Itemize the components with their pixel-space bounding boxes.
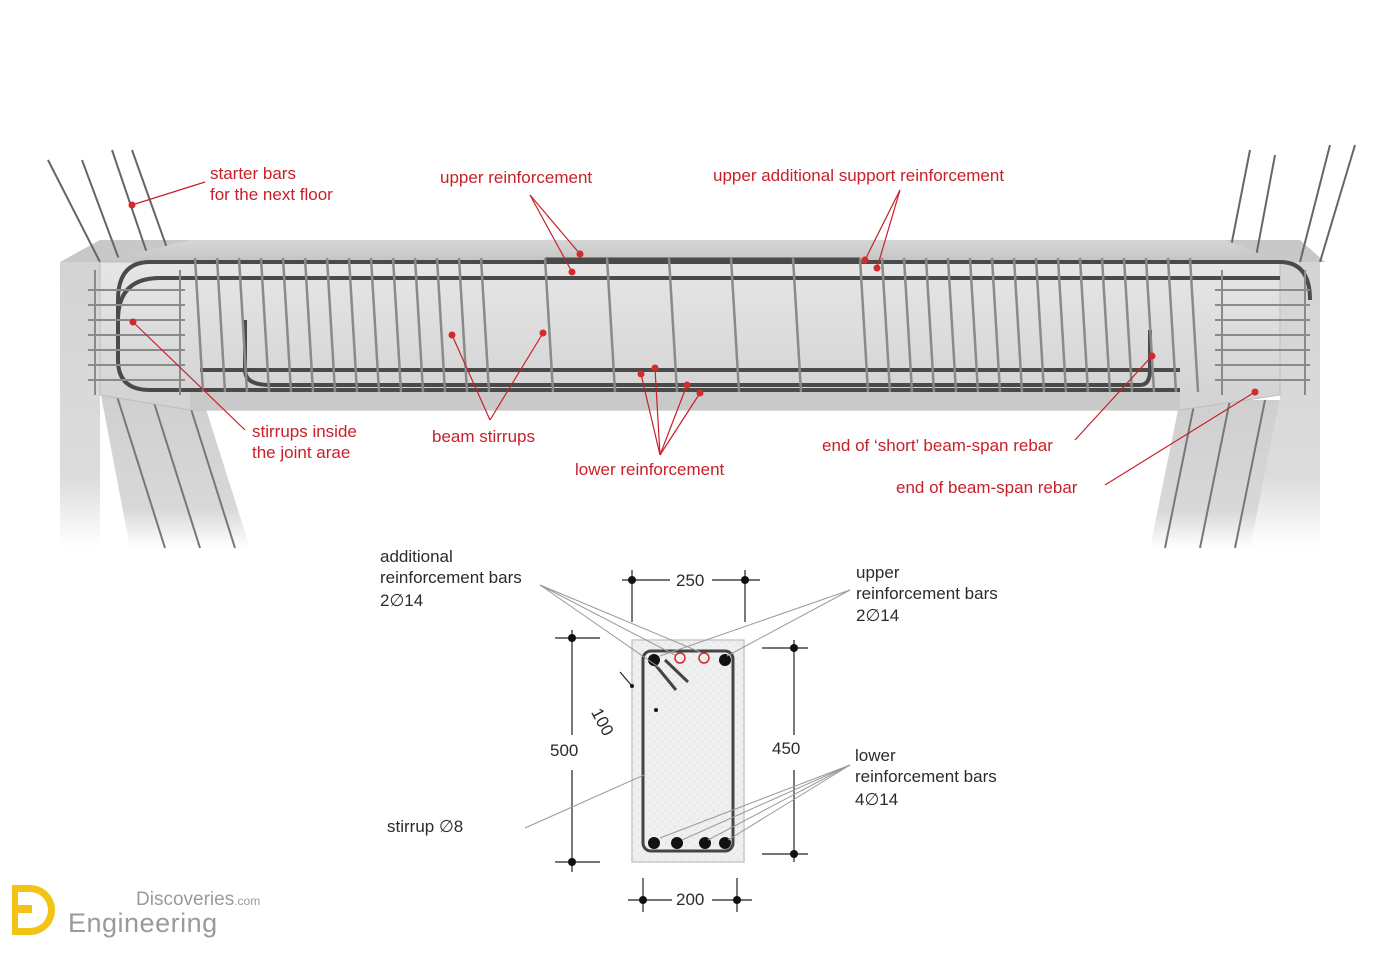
additional-bar (698, 652, 710, 664)
section-concrete (631, 639, 745, 863)
section-leaders (524, 584, 851, 841)
lower-bar (648, 837, 660, 849)
beam-stirrup-bar (391, 257, 403, 393)
beam-stirrup-bar (880, 257, 892, 393)
label-upper-additional-support: upper additional support reinforcement (713, 166, 1005, 185)
beam-stirrup-bar (413, 257, 425, 393)
beam-stirrup-bar (259, 257, 271, 393)
label-stirrup: stirrup ∅8 (387, 817, 464, 836)
beam-stirrup-bar (1166, 257, 1178, 393)
label-additional-bars-line1: additional (380, 547, 453, 566)
beam-stirrup-bar (605, 257, 617, 393)
label-lower-reinforcement: lower reinforcement (575, 460, 725, 479)
additional-bar (674, 652, 686, 664)
leader-lines (131, 181, 1256, 486)
label-upper-reinforcement: upper reinforcement (440, 168, 593, 187)
beam-stirrup-bar (968, 257, 980, 393)
dim-top: 250 (676, 571, 705, 590)
beam-stirrup-bar (347, 257, 359, 393)
label-upper-bars-line3: 2∅14 (856, 606, 900, 625)
joint-stirrups-right (1215, 270, 1310, 395)
beam-stirrup-bar (281, 257, 293, 393)
label-lower-bars-line2: reinforcement bars (855, 767, 997, 786)
beam-stirrup-bar (1056, 257, 1068, 393)
beam-stirrup-bar (303, 257, 315, 393)
beam-stirrup-bar (479, 257, 491, 393)
logo-domain: .com (234, 894, 261, 908)
beam-stirrup-bar (369, 257, 381, 393)
label-starter-bars-line1: starter bars (210, 164, 296, 183)
beam-stirrup-bar (1144, 257, 1156, 393)
label-end-short-span: end of ‘short’ beam-span rebar (822, 436, 1053, 455)
beam-stirrup-bar (1078, 257, 1090, 393)
label-upper-bars-line2: reinforcement bars (856, 584, 998, 603)
beam-stirrups (193, 257, 1200, 393)
beam-stirrup-bar (990, 257, 1002, 393)
beam-stirrup-bar (543, 257, 555, 393)
logo-discoveries-text: Discoveries (136, 889, 235, 910)
dim-right: 450 (772, 739, 801, 758)
lower-bar (671, 837, 683, 849)
label-additional-bars-line3: 2∅14 (380, 591, 424, 610)
beam-stirrup-bar (902, 257, 914, 393)
logo-engineering: Engineering (68, 908, 218, 938)
dim-bottom: 200 (676, 890, 705, 909)
dimension-lines (555, 570, 808, 912)
label-beam-stirrups: beam stirrups (432, 427, 535, 446)
beam-stirrup-bar (193, 257, 205, 393)
lower-bar (699, 837, 711, 849)
beam-stirrup-bar (1034, 257, 1046, 393)
leader-dots (128, 201, 1259, 397)
label-stirrups-inside-line1: stirrups inside (252, 422, 357, 441)
beam-stirrup-bar (1012, 257, 1024, 393)
beam-stirrup-bar (667, 257, 679, 393)
section-stirrup (641, 649, 735, 853)
logo-mark (12, 885, 55, 935)
label-stirrups-inside-line2: the joint arae (252, 443, 351, 462)
beam-stirrup-bar (729, 257, 741, 393)
label-upper-bars-line1: upper (856, 563, 900, 582)
beam-stirrup-bar (946, 257, 958, 393)
label-end-beam-span: end of beam-span rebar (896, 478, 1078, 497)
label-additional-bars-line2: reinforcement bars (380, 568, 522, 587)
beam-stirrup-bar (435, 257, 447, 393)
beam-stirrup-bar (457, 257, 469, 393)
label-lower-bars-line1: lower (855, 746, 896, 765)
cross-section (631, 639, 745, 863)
beam-stirrup-bar (858, 257, 870, 393)
upper-bar (719, 654, 731, 666)
logo-discoveries: Discoveries.com (136, 889, 260, 911)
upper-bar (648, 654, 660, 666)
joint-stirrups-left (88, 270, 185, 395)
label-starter-bars-line2: for the next floor (210, 185, 333, 204)
beam-stirrup-bar (924, 257, 936, 393)
beam-stirrup-bar (791, 257, 803, 393)
beam-stirrup-bar (237, 257, 249, 393)
beam-stirrup-bar (1122, 257, 1134, 393)
left-column (47, 149, 250, 549)
beam-stirrup-bar (325, 257, 337, 393)
dim-left: 500 (550, 741, 579, 760)
label-lower-bars-line3: 4∅14 (855, 790, 899, 809)
beam-stirrup-bar (1188, 257, 1200, 393)
beam-stirrup-bar (215, 257, 227, 393)
beam-stirrup-bar (1100, 257, 1112, 393)
